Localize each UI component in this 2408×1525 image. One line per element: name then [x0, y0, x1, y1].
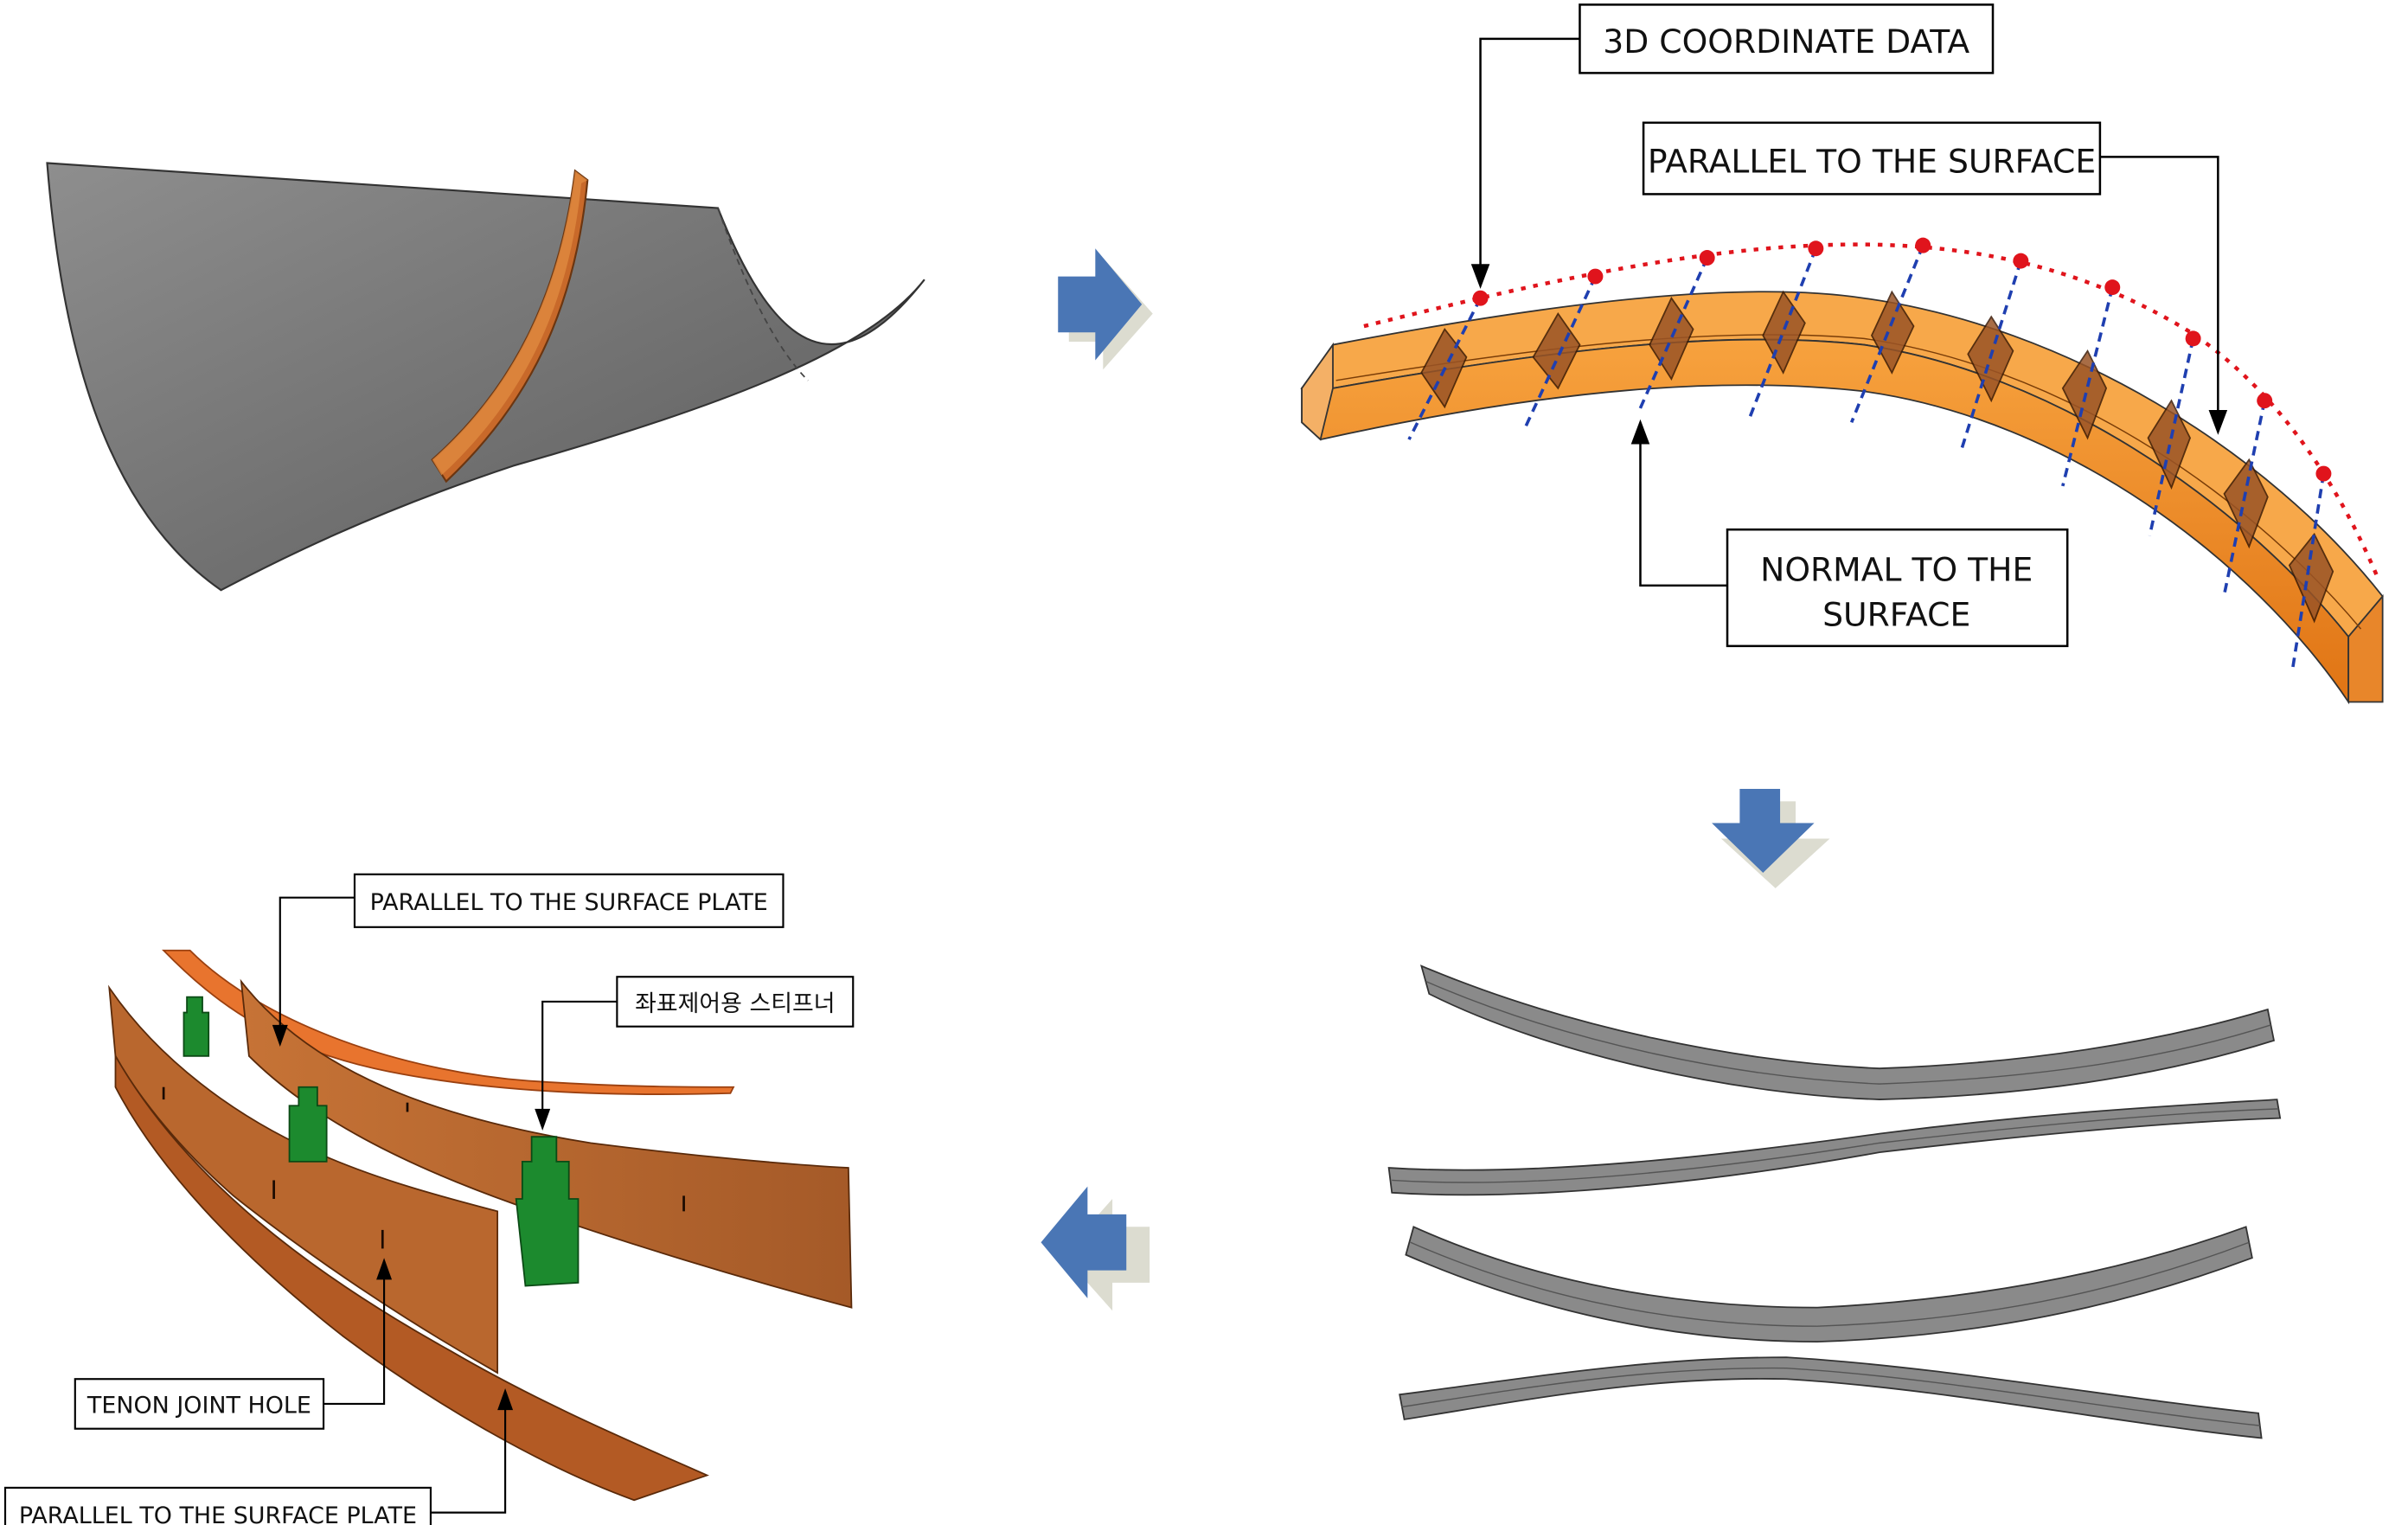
curved-surface-sheet [46, 162, 925, 592]
stiffener-1 [183, 996, 210, 1057]
rib-front [108, 984, 499, 1374]
gray-members-panel [1387, 964, 2282, 1439]
label-plate-top: PARALLEL TO THE SURFACE PLATE [370, 889, 768, 916]
surface-fold-edge [717, 208, 809, 381]
callout-normal-surface: NORMAL TO THE SURFACE [1630, 419, 2069, 648]
assembly-panel: PARALLEL TO THE SURFACE PLATE 좌표제어용 스티프너… [3, 873, 855, 1525]
stiffener-3 [515, 1136, 580, 1287]
beam-panel: 3D COORDINATE DATA PARALLEL TO THE SURFA… [1300, 3, 2384, 705]
curved-member-side [432, 170, 588, 476]
flow-arrow-down-icon [1712, 789, 1830, 888]
beam-cross-sections [1420, 290, 2334, 624]
label-coordinate-data: 3D COORDINATE DATA [1603, 22, 1969, 61]
label-normal-line2: SURFACE [1822, 596, 1970, 634]
label-stiffener: 좌표제어용 스티프너 [635, 990, 835, 1017]
callout-plate-top: PARALLEL TO THE SURFACE PLATE [272, 873, 785, 1048]
stiffener-2 [288, 1086, 328, 1163]
label-tenon: TENON JOINT HOLE [86, 1393, 311, 1419]
callout-stiffener: 좌표제어용 스티프너 [535, 976, 855, 1131]
coordinate-points [1472, 237, 2332, 482]
surface-plate-bottom [114, 1053, 709, 1502]
flow-arrow-left-icon [1041, 1186, 1150, 1311]
label-normal-line1: NORMAL TO THE [1760, 550, 2033, 588]
gray-member-1 [1419, 964, 2276, 1100]
label-parallel-surface: PARALLEL TO THE SURFACE [1648, 142, 2096, 180]
coordinate-curve [1363, 242, 2379, 576]
gray-member-3 [1405, 1226, 2253, 1343]
beam-end-right [2347, 593, 2384, 703]
normal-lines [1407, 244, 2326, 670]
label-plate-bottom: PARALLEL TO THE SURFACE PLATE [19, 1503, 417, 1525]
flow-arrow-right-icon [1058, 248, 1153, 370]
beam-side-face [1301, 338, 2350, 705]
callout-plate-bottom: PARALLEL TO THE SURFACE PLATE [3, 1388, 514, 1525]
callout-parallel-surface: PARALLEL TO THE SURFACE [1642, 121, 2228, 435]
gray-member-4 [1399, 1356, 2263, 1439]
stiffeners [183, 996, 580, 1287]
beam-end-left [1301, 342, 1334, 441]
curved-surface-panel [46, 162, 925, 592]
callout-tenon: TENON JOINT HOLE [74, 1258, 393, 1430]
callout-coordinate-data: 3D COORDINATE DATA [1470, 3, 1995, 289]
gray-member-2 [1387, 1099, 2282, 1196]
